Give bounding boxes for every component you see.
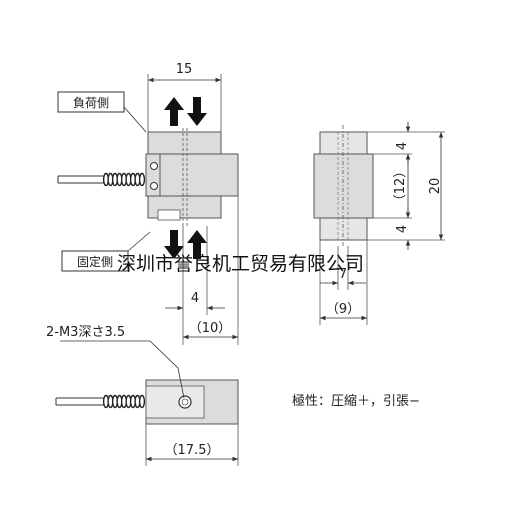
- load-side-label: 負荷側: [73, 96, 109, 110]
- screw-icon: [150, 182, 158, 190]
- load-side-label-box: [57, 91, 125, 113]
- screw-icon: [150, 162, 158, 170]
- fixed-side-label-box: [61, 250, 129, 272]
- side-view: [313, 122, 445, 325]
- dim-height-bottom: 4: [395, 225, 410, 233]
- screw-hole-icon: [178, 395, 192, 409]
- arrow-up-icon: [164, 97, 184, 126]
- side-body: [313, 153, 374, 219]
- watermark-text: 深圳市誉良机工贸易有限公司: [117, 253, 364, 275]
- dim-17-5: （17.5）: [165, 443, 220, 458]
- screw-hole-label: 2-M3深さ3.5: [46, 325, 125, 340]
- dim-height-mid: （12）: [393, 165, 408, 208]
- polarity-note: 極性：圧縮＋，引張−: [292, 393, 420, 409]
- bottom-view: [55, 340, 239, 466]
- arrow-up-icon: [187, 230, 207, 259]
- dim-height-top: 4: [395, 142, 410, 150]
- load-block: [147, 131, 222, 155]
- coil-turn: [138, 172, 146, 187]
- arrow-down-icon: [187, 97, 207, 126]
- dim-10: （10）: [189, 321, 232, 336]
- sensor-body: [157, 153, 239, 197]
- fixed-side-label: 固定側: [77, 254, 113, 269]
- dim-height-total: 20: [428, 178, 443, 195]
- arrow-down-icon: [164, 230, 184, 259]
- coil-turn: [138, 394, 146, 409]
- front-view: [57, 74, 239, 345]
- dim-side-9: （9）: [326, 302, 360, 317]
- cable-coil: [102, 394, 146, 409]
- dim-4-cable: 4: [191, 291, 199, 306]
- cable-coil: [102, 172, 146, 187]
- dim-side-7: 7: [339, 267, 347, 282]
- dim-15: 15: [176, 62, 193, 77]
